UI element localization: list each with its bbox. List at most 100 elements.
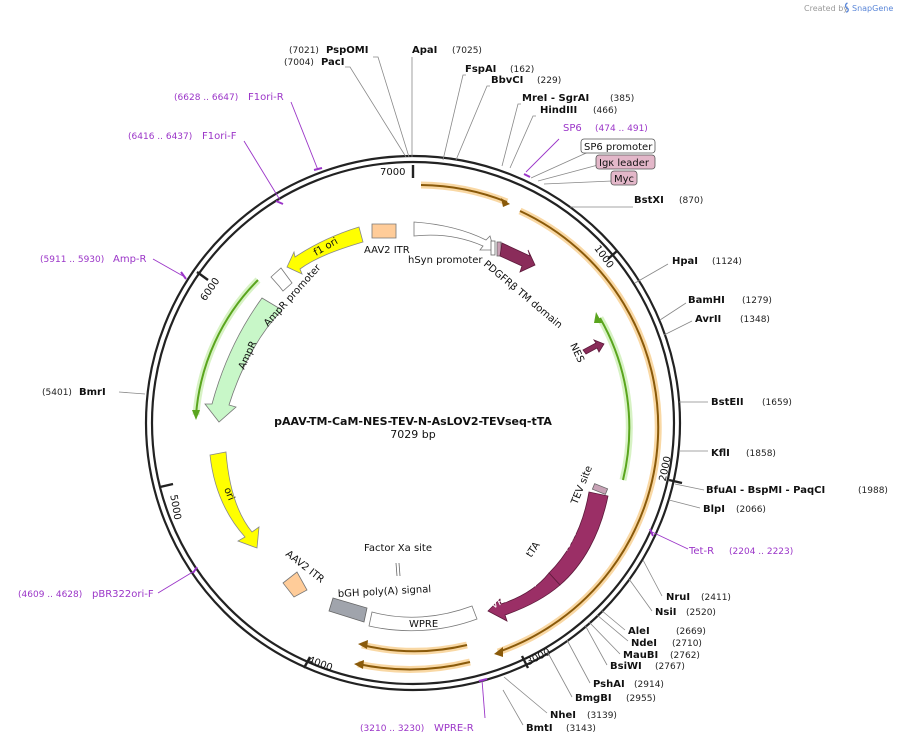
enzyme-name: PspOMI: [326, 45, 368, 56]
enzyme-name: PacI: [321, 57, 344, 68]
primer-range: (5911 .. 5930): [40, 255, 104, 265]
enzyme-position: (2767): [655, 662, 685, 672]
vp16-arrow: [487, 572, 561, 622]
enzyme-name: BlpI: [703, 504, 725, 515]
enzyme-position: (870): [679, 196, 703, 206]
enzyme-name: BfuAI - BspMI - PaqCI: [706, 485, 825, 496]
aav2-itr-bottom-box: [282, 571, 308, 598]
backbone: [144, 154, 682, 692]
tick-label-2000: 2000: [658, 455, 674, 482]
enzyme-name: HindIII: [540, 105, 577, 116]
snapgene-brand: SnapGene: [852, 4, 893, 13]
enzyme-position: (2955): [626, 694, 656, 704]
ampr-promoter-label: AmpR promoter: [262, 262, 324, 329]
enzyme-position: (1348): [740, 315, 770, 325]
ori-label: ori: [221, 486, 236, 502]
enzyme-position: (3143): [566, 724, 596, 734]
tick-5000: [159, 482, 174, 489]
enzyme-position: (229): [537, 76, 561, 86]
snapgene-logo-icon: [844, 2, 849, 13]
enzyme-name: BbvCI: [491, 75, 523, 86]
enzyme-position: (162): [510, 65, 534, 75]
primer-range: (4609 .. 4628): [18, 590, 82, 600]
hsyn-promoter-arrow: [413, 221, 495, 251]
hsyn-promoter-label: hSyn promoter: [408, 255, 483, 266]
primer-name: pBR322ori-F: [92, 589, 154, 600]
enzyme-position: (2762): [670, 651, 700, 661]
primer-name: F1ori-F: [202, 131, 237, 142]
ampr-arrow: [204, 297, 283, 423]
pdgfrb-tm-arrow: [499, 242, 536, 273]
primer-range: (6628 .. 6647): [174, 93, 238, 103]
tev-site-box: [591, 483, 609, 495]
nes-arrow: [582, 339, 605, 355]
enzyme-name: FspAI: [465, 64, 496, 75]
enzyme-position: (2710): [672, 639, 702, 649]
primer-name: Tet-R: [688, 546, 714, 557]
wpre-label: WPRE: [409, 619, 438, 630]
enzyme-position: (2066): [736, 505, 766, 515]
tick-6000: [196, 271, 209, 281]
enzyme-position: (1988): [858, 486, 888, 496]
enzyme-labels: PspOMI (7021) PacI (7004) ApaI (7025) Fs…: [42, 45, 888, 734]
boxed-feature-labels: SP6 promoter Igκ leader Myc: [580, 138, 656, 186]
tick-label-5000: 5000: [167, 494, 182, 521]
ori-arrow: [209, 451, 260, 549]
enzyme-name: MreI - SgrAI: [522, 93, 589, 104]
enzyme-position: (1279): [742, 296, 772, 306]
enzyme-name: KflI: [711, 448, 730, 459]
orf-arcs: [354, 181, 662, 673]
tick-label-6000: 6000: [199, 276, 223, 303]
enzyme-name: NruI: [666, 592, 690, 603]
tick-label-3000: 3000: [525, 647, 553, 668]
enzyme-name: MauBI: [623, 650, 658, 661]
enzyme-position: (5401): [42, 388, 72, 398]
enzyme-name: AvrII: [695, 314, 721, 325]
primer-name: WPRE-R: [434, 723, 474, 734]
nes-label: NES: [567, 342, 585, 365]
primer-labels: F1ori-R (6628 .. 6647) F1ori-F (6416 .. …: [18, 92, 793, 734]
enzyme-position: (2669): [676, 627, 706, 637]
enzyme-position: (385): [610, 94, 634, 104]
sp6-promoter-label: SP6 promoter: [584, 142, 653, 153]
plasmid-length: 7029 bp: [390, 428, 435, 441]
enzyme-name: BstXI: [634, 195, 664, 206]
plasmid-name: pAAV-TM-CaM-NES-TEV-N-AsLOV2-TEVseq-tTA: [274, 415, 552, 428]
primer-range: (2204 .. 2223): [729, 547, 793, 557]
created-by-label: Created by: [804, 4, 848, 13]
enzyme-position: (466): [593, 106, 617, 116]
primer-range: (6416 .. 6437): [128, 132, 192, 142]
enzyme-name: AleI: [628, 626, 650, 637]
enzyme-position: (3139): [587, 711, 617, 721]
enzyme-name: NsiI: [655, 607, 676, 618]
enzyme-name: BamHI: [688, 295, 725, 306]
enzyme-position: (2411): [701, 593, 731, 603]
tick-label-7000: 7000: [380, 167, 405, 178]
enzyme-position: (7004): [284, 58, 314, 68]
enzyme-name: BsiWI: [610, 661, 642, 672]
enzyme-position: (1124): [712, 257, 742, 267]
enzyme-name: PshAI: [593, 679, 625, 690]
enzyme-position: (2914): [634, 680, 664, 690]
aav2-itr-top-box: [371, 223, 397, 239]
primer-range: (3210 .. 3230): [360, 724, 424, 734]
tick-4000: [302, 656, 312, 669]
tick-3000: [520, 655, 530, 669]
enzyme-name: NdeI: [631, 638, 657, 649]
enzyme-name: HpaI: [672, 256, 698, 267]
enzyme-name: NheI: [550, 710, 576, 721]
other-leaders: [530, 148, 613, 185]
primer-range: (474 .. 491): [595, 124, 648, 134]
primer-leaders: [152, 101, 689, 719]
enzyme-name: BmtI: [526, 723, 553, 734]
primer-name: SP6: [563, 123, 582, 134]
primer-name: Amp-R: [113, 254, 147, 265]
igk-leader-label: Igκ leader: [599, 158, 650, 169]
myc-label: Myc: [614, 174, 634, 185]
enzyme-name: ApaI: [412, 45, 437, 56]
f1-ori-arrow: [286, 226, 364, 275]
tick-label-4000: 4000: [306, 655, 334, 674]
enzyme-position: (2520): [686, 608, 716, 618]
enzyme-position: (7021): [289, 46, 319, 56]
